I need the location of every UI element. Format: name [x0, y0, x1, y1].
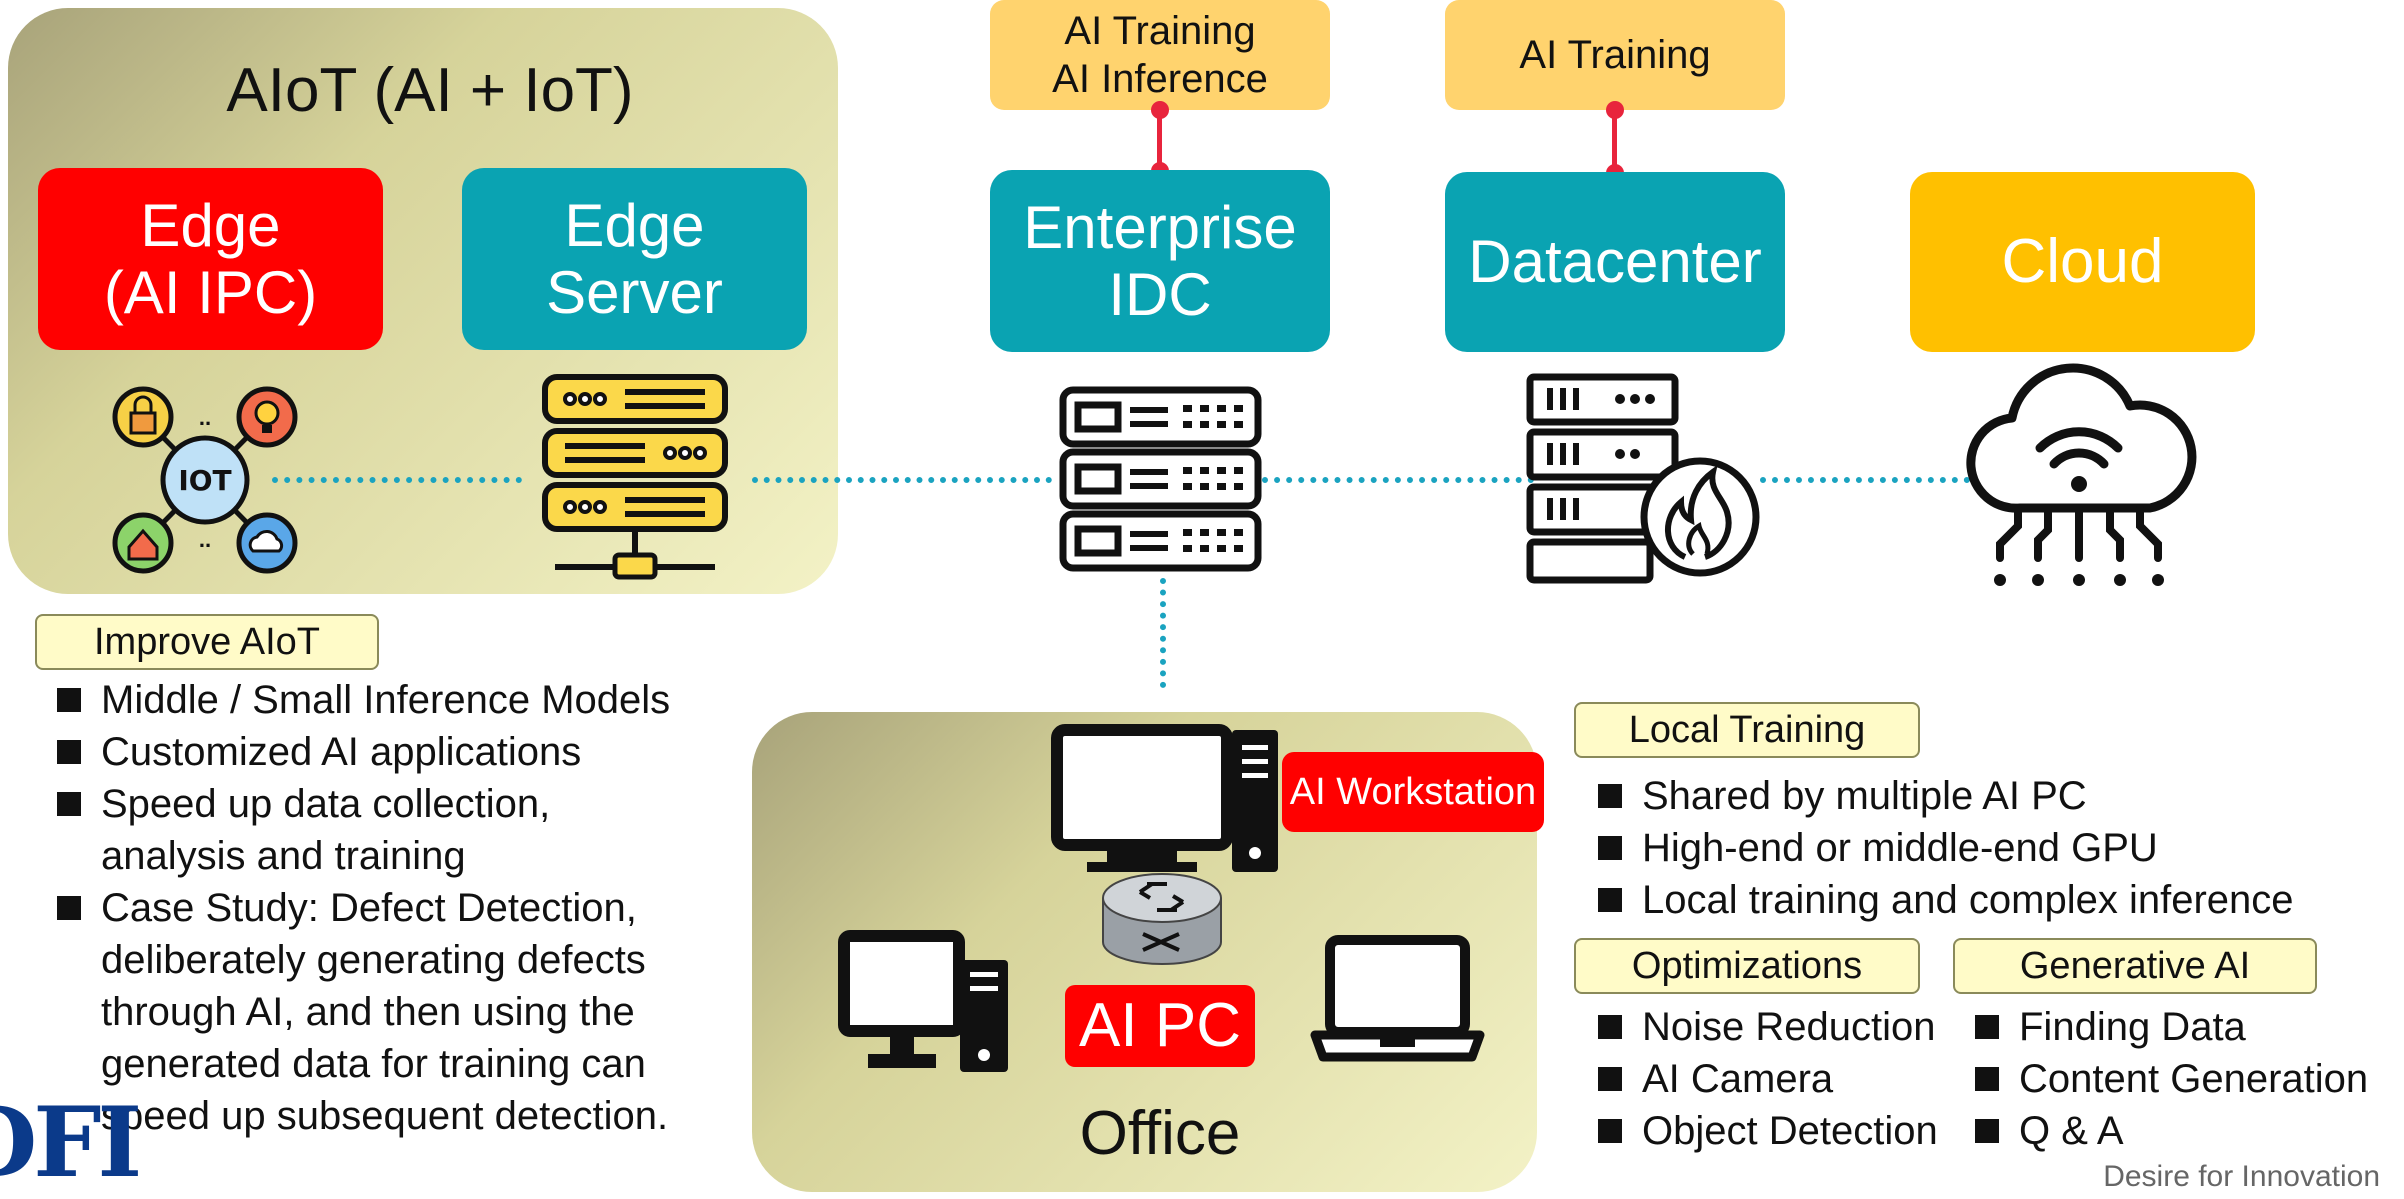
dfi-logo: DFI: [0, 1095, 142, 1191]
improve-aiot-item: Customized AI applications: [55, 726, 735, 778]
connector-idc-datacenter: [1262, 477, 1534, 483]
ai-pc-label: AI PC: [1079, 991, 1241, 1061]
improve-aiot-list: Middle / Small Inference Models Customiz…: [55, 674, 735, 1142]
node-cloud: Cloud: [1910, 172, 2255, 352]
iot-hub-icon: IOT .. ..: [112, 386, 298, 574]
edge-server-icon: [542, 374, 728, 580]
aiot-title: AIoT (AI + IoT): [226, 56, 634, 125]
node-enterprise-idc-line1: Enterprise: [1023, 193, 1297, 261]
ai-workstation-label: AI Workstation: [1289, 770, 1537, 813]
footer-tagline: Desire for Innovation: [2103, 1160, 2380, 1193]
node-edge-aipc-line1: Edge: [140, 191, 281, 259]
local-training-list: Shared by multiple AI PC High-end or mid…: [1596, 770, 2396, 926]
connector-server-idc: [752, 477, 1052, 483]
improve-aiot-item: Speed up data collection, analysis and t…: [55, 778, 641, 882]
generative-ai-label-text: Generative AI: [2019, 944, 2251, 987]
svg-text:..: ..: [199, 527, 211, 552]
node-cloud-label: Cloud: [2001, 227, 2164, 297]
cloud-wifi-icon: [1966, 363, 2197, 586]
node-edge-aipc-line2: (AI IPC): [103, 259, 318, 326]
router-icon: [1102, 873, 1222, 965]
ai-pc-badge: AI PC: [1065, 985, 1255, 1067]
optimizations-label: Optimizations: [1574, 938, 1920, 994]
desktop-pc-icon: [838, 930, 1008, 1072]
optimizations-item: Object Detection: [1596, 1105, 1976, 1157]
optimizations-list: Noise Reduction AI Camera Object Detecti…: [1596, 1001, 1976, 1157]
improve-aiot-label-text: Improve AIoT: [94, 620, 320, 663]
local-training-item: Shared by multiple AI PC: [1596, 770, 2396, 822]
node-datacenter: Datacenter: [1445, 172, 1785, 352]
office-title: Office: [1079, 1099, 1241, 1168]
enterprise-server-rack-icon: [1059, 386, 1262, 572]
node-datacenter-label: Datacenter: [1468, 228, 1762, 296]
tag-datacenter-link: [1612, 110, 1617, 172]
node-edge-server-line1: Edge: [564, 191, 705, 259]
generative-ai-list: Finding Data Content Generation Q & A: [1973, 1001, 2393, 1157]
tag-enterprise-line2: AI Inference: [1052, 57, 1268, 101]
node-enterprise-idc-line2: IDC: [1108, 261, 1212, 328]
node-edge-aipc: Edge (AI IPC): [38, 168, 383, 350]
improve-aiot-item: Case Study: Defect Detection, deliberate…: [55, 882, 721, 1142]
generative-ai-label: Generative AI: [1953, 938, 2317, 994]
optimizations-item: AI Camera: [1596, 1053, 1976, 1105]
connector-idc-office: [1160, 578, 1166, 688]
iot-hub-icon-text: IOT: [178, 464, 231, 497]
local-training-label: Local Training: [1574, 702, 1920, 758]
connector-iot-server: [272, 477, 522, 483]
local-training-item: High-end or middle-end GPU: [1596, 822, 2396, 874]
connector-datacenter-cloud: [1760, 477, 1970, 483]
laptop-icon: [1310, 935, 1485, 1062]
optimizations-item: Noise Reduction: [1596, 1001, 1976, 1053]
tag-datacenter: AI Training: [1445, 0, 1785, 110]
node-edge-server-line2: Server: [546, 259, 723, 326]
node-enterprise-idc: Enterprise IDC: [990, 170, 1330, 352]
generative-ai-item: Content Generation: [1973, 1053, 2393, 1105]
generative-ai-item: Finding Data: [1973, 1001, 2393, 1053]
workstation-icon: [1051, 724, 1278, 872]
improve-aiot-item: Middle / Small Inference Models: [55, 674, 735, 726]
local-training-label-text: Local Training: [1628, 708, 1866, 751]
tag-enterprise-link-dot: [1151, 101, 1169, 119]
datacenter-server-firewall-icon: [1526, 373, 1760, 584]
ai-workstation-badge: AI Workstation: [1282, 752, 1544, 832]
optimizations-label-text: Optimizations: [1631, 944, 1863, 987]
tag-enterprise-line1: AI Training: [1064, 9, 1256, 53]
tag-enterprise: AI Training AI Inference: [990, 0, 1330, 110]
svg-text:..: ..: [199, 405, 211, 430]
generative-ai-item: Q & A: [1973, 1105, 2393, 1157]
local-training-item: Local training and complex inference: [1596, 874, 2396, 926]
improve-aiot-label: Improve AIoT: [35, 614, 379, 670]
dfi-logo-text: DFI: [0, 1086, 142, 1199]
tag-datacenter-link-dot: [1606, 101, 1624, 119]
tag-datacenter-line1: AI Training: [1519, 33, 1711, 77]
tag-enterprise-link: [1157, 110, 1162, 170]
node-edge-server: Edge Server: [462, 168, 807, 350]
